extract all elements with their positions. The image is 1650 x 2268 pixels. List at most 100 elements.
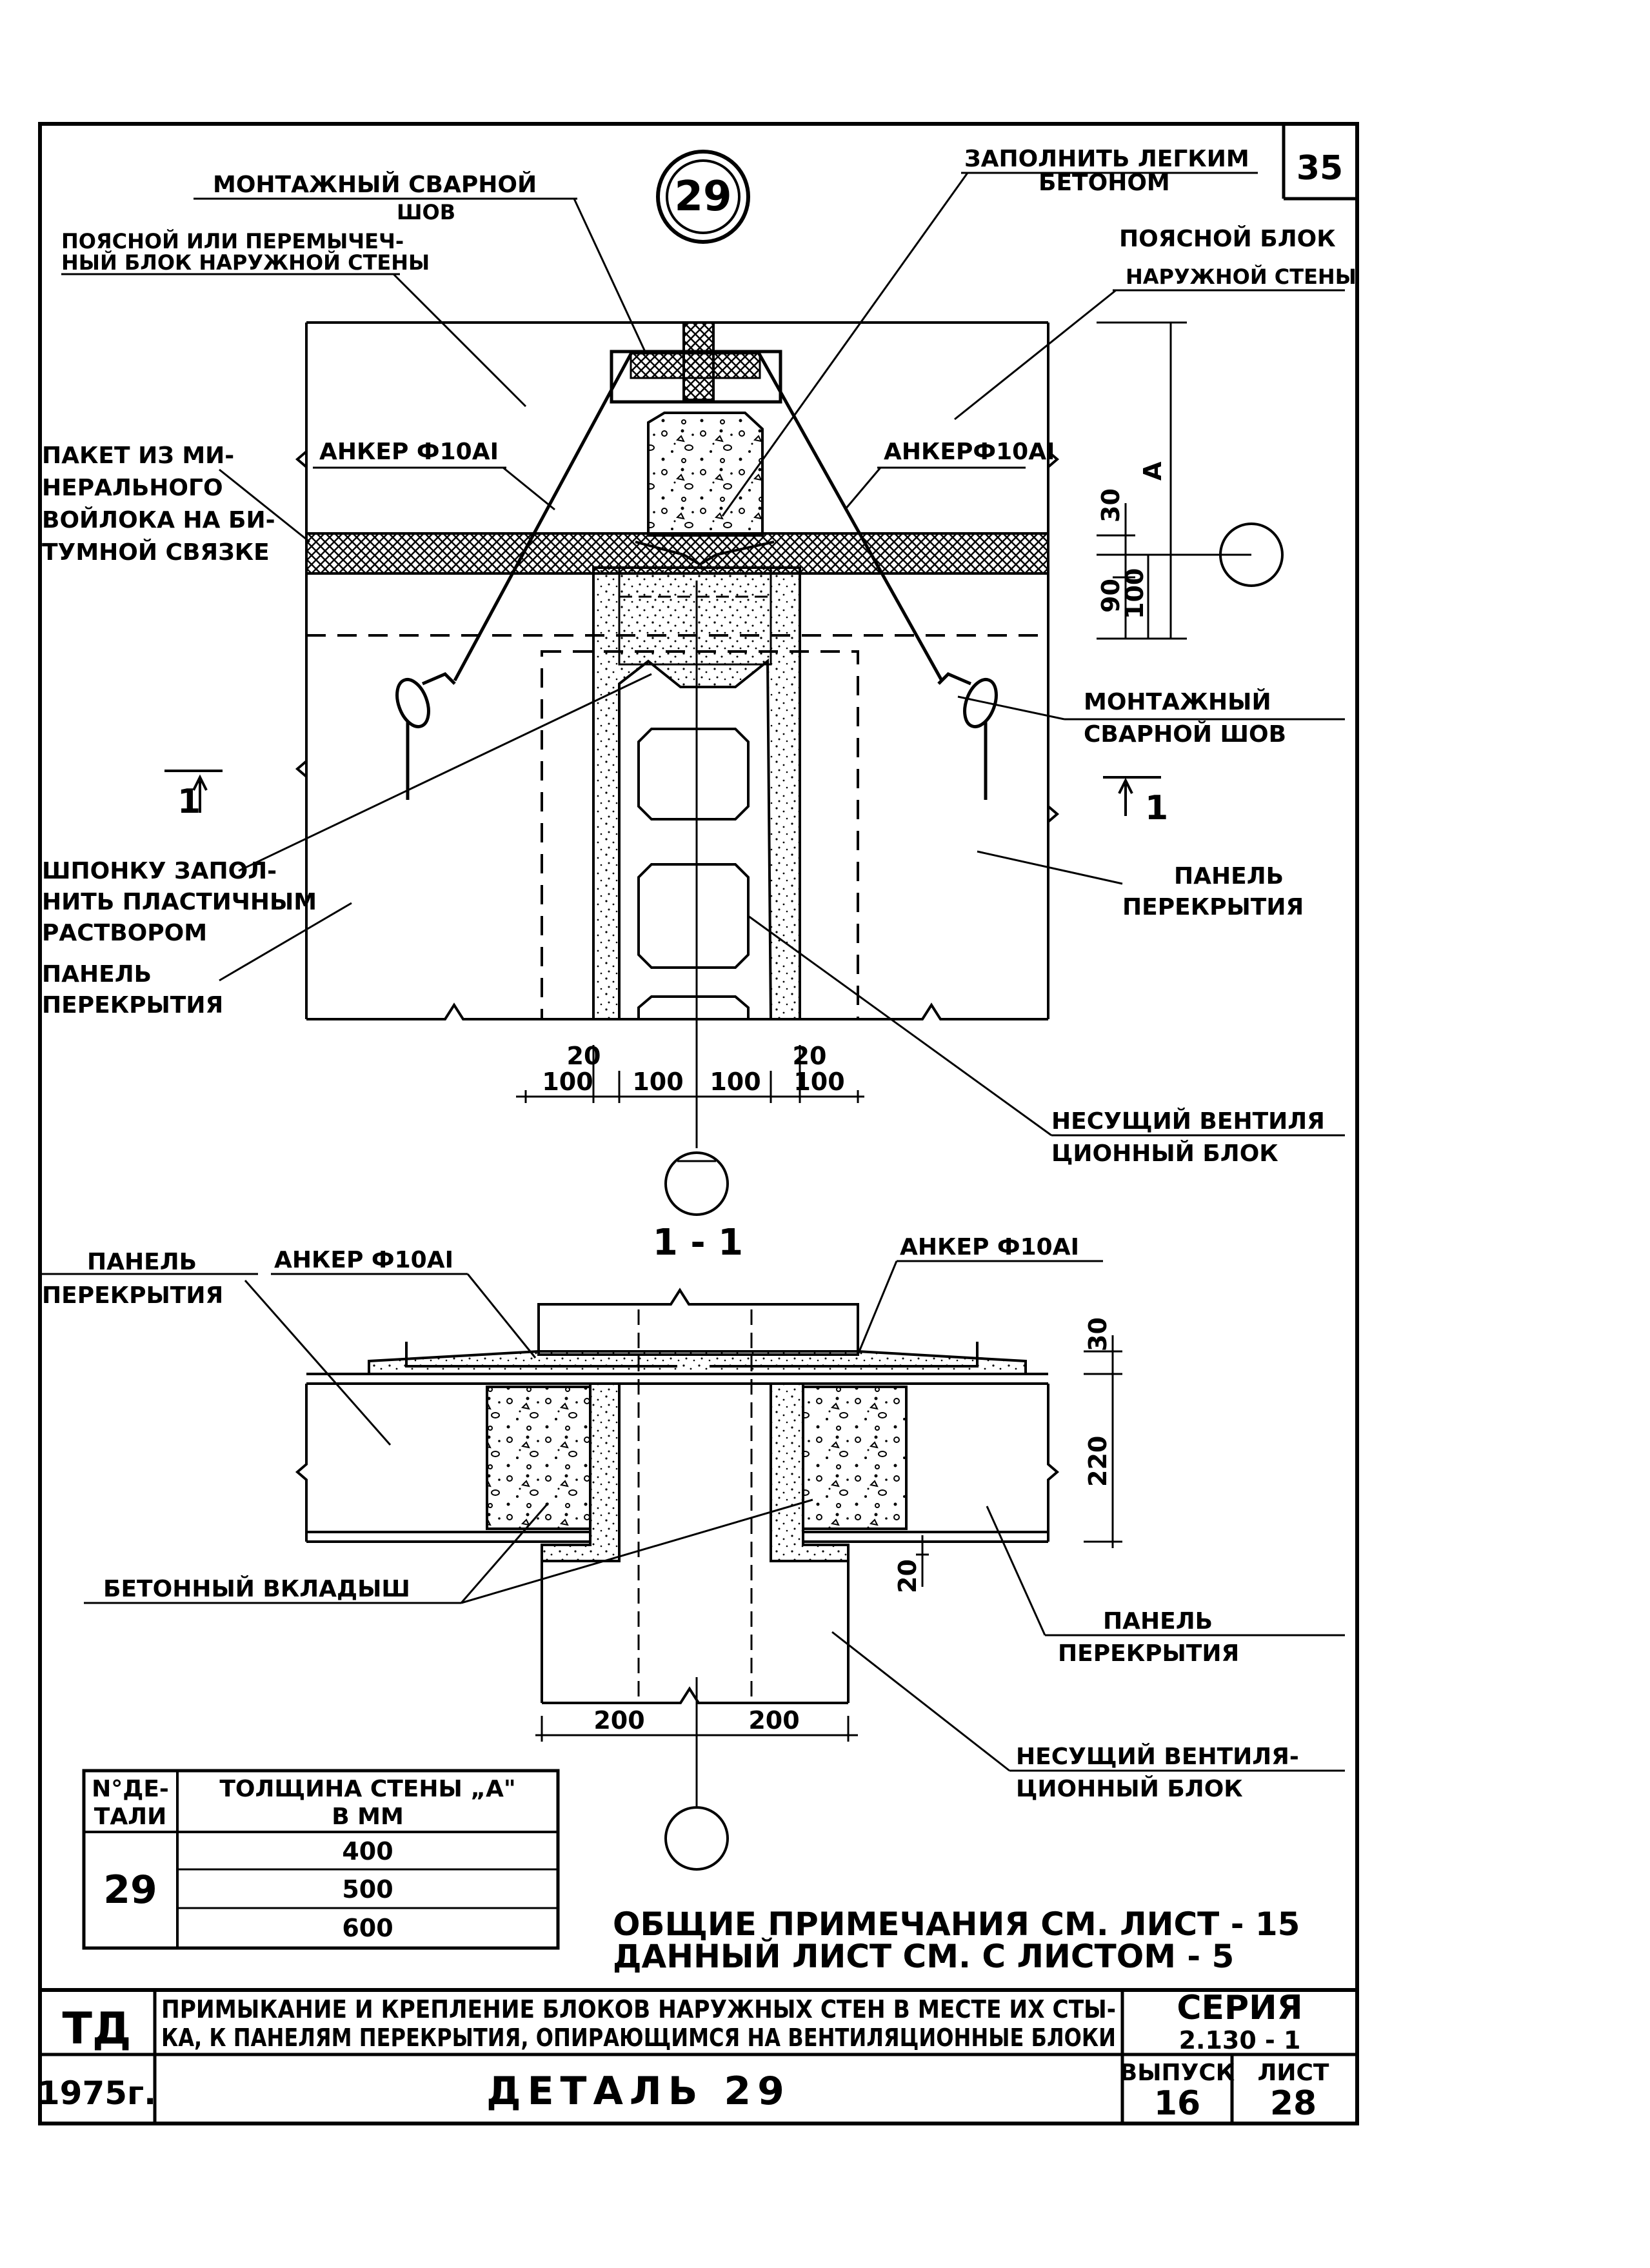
label-panel-left-1: ПАНЕЛЬ: [42, 961, 152, 988]
section-dim-200-left: 200: [593, 1706, 644, 1735]
plan-leaders: [61, 172, 1345, 1137]
table-thickness-400: 400: [342, 1837, 393, 1865]
label-key-fill-1: ШПОНКУ ЗАПОЛ-: [42, 858, 277, 884]
table-col2-header-2: В ММ: [332, 1804, 404, 1830]
label-mineral-felt-1: ПАКЕТ ИЗ МИ-: [42, 443, 234, 469]
plan-vertical-dims: [1097, 321, 1251, 640]
dim-bottom-1: 100: [542, 1068, 593, 1096]
title-block: [40, 1988, 1357, 2124]
detail-marker: 29: [656, 150, 750, 244]
dim-20-right: 20: [793, 1042, 827, 1070]
section-label-panel-left-2: ПЕРЕКРЫТИЯ: [42, 1282, 223, 1309]
table-thickness-600: 600: [342, 1914, 393, 1942]
section-dim-220: 220: [1084, 1436, 1112, 1487]
thickness-table: [82, 1769, 560, 1950]
section-label-vent-2: ЦИОННЫЙ БЛОК: [1016, 1775, 1243, 1802]
note-sheet: ДАННЫЙ ЛИСТ СМ. С ЛИСТОМ - 5: [613, 1937, 1234, 1975]
dim-bottom-4: 100: [793, 1068, 844, 1096]
section-labels: ПАНЕЛЬ ПЕРЕКРЫТИЯ АНКЕР Ф10АI АНКЕР Ф10А…: [42, 1234, 1299, 1802]
plan-bottom-dims: [516, 1045, 864, 1103]
label-panel-right-2: ПЕРЕКРЫТИЯ: [1122, 894, 1304, 920]
table-detail-number: 29: [103, 1867, 157, 1913]
label-anchor-right: АНКЕРФ10АI: [884, 439, 1055, 465]
section-label-vent-1: НЕСУЩИЙ ВЕНТИЛЯ-: [1016, 1743, 1299, 1770]
section-dim-30: 30: [1084, 1317, 1112, 1351]
detail-marker-number: 29: [674, 173, 731, 221]
section-label-anchor-right: АНКЕР Ф10АI: [900, 1234, 1079, 1260]
section-label-concrete-insert: БЕТОННЫЙ ВКЛАДЫШ: [103, 1575, 410, 1602]
section-dims: [535, 1335, 1122, 1742]
label-weld-seam-1: МОНТАЖНЫЙ СВАРНОЙ: [213, 171, 537, 198]
vent-wall-left: [541, 1382, 621, 1562]
label-outer-belt-2: НАРУЖНОЙ СТЕНЫ: [1126, 264, 1357, 289]
section-title: 1 - 1: [653, 1222, 743, 1264]
label-key-fill-2: НИТЬ ПЛАСТИЧНЫМ: [42, 889, 317, 915]
section-label-anchor-left: АНКЕР Ф10АI: [274, 1247, 453, 1273]
sheet-frame: [38, 122, 1359, 2125]
label-belt-block-1: ПОЯСНОЙ ИЛИ ПЕРЕМЫЧЕЧ-: [61, 229, 404, 254]
plan-reference-circle: [1219, 522, 1284, 587]
note-general: ОБЩИЕ ПРИМЕЧАНИЯ СМ. ЛИСТ - 15: [613, 1905, 1300, 1943]
page-number: 35: [1297, 149, 1343, 188]
label-panel-left-2: ПЕРЕКРЫТИЯ: [42, 992, 223, 1019]
section-mark-left-label: 1: [177, 782, 201, 821]
dim-30: 30: [1097, 488, 1125, 522]
label-key-fill-3: РАСТВОРОМ: [42, 920, 207, 946]
label-belt-block-2: НЫЙ БЛОК НАРУЖНОЙ СТЕНЫ: [61, 250, 430, 275]
title-year: 1975г.: [37, 2074, 156, 2112]
concrete-insert-left: [486, 1386, 591, 1530]
section-leaders: [42, 1260, 1345, 1772]
section-dim-200-right: 200: [748, 1706, 799, 1735]
label-panel-right-1: ПАНЕЛЬ: [1174, 863, 1284, 890]
title-line-1: ПРИМЫКАНИЕ И КРЕПЛЕНИЕ БЛОКОВ НАРУЖНЫХ С…: [161, 1995, 1116, 2024]
light-concrete-fill: [647, 412, 764, 537]
label-weld-seam2-1: МОНТАЖНЫЙ: [1084, 688, 1271, 715]
dim-bottom-3: 100: [710, 1068, 760, 1096]
label-fill-concrete-2: БЕТОНОМ: [1039, 170, 1170, 196]
dim-20-left: 20: [567, 1042, 601, 1070]
label-vent-block-2: ЦИОННЫЙ БЛОК: [1051, 1140, 1278, 1167]
anchors-plan: [395, 350, 998, 800]
vent-wall-right: [770, 1382, 850, 1562]
label-mineral-felt-2: НЕРАЛЬНОГО: [42, 475, 223, 501]
label-anchor-left: АНКЕР Ф10АI: [319, 439, 499, 465]
label-mineral-felt-4: ТУМНОЙ СВЯЗКЕ: [42, 539, 270, 566]
dim-A: А: [1138, 461, 1167, 481]
title-org: ТД: [63, 2004, 132, 2054]
label-fill-concrete-1: ЗАПОЛНИТЬ ЛЕГКИМ: [964, 146, 1249, 172]
sheet-value: 28: [1270, 2084, 1317, 2123]
section-bottom-circle: [664, 1806, 729, 1871]
dim-100-vertical: 100: [1120, 568, 1149, 619]
label-mineral-felt-3: ВОЙЛОКА НА БИ-: [42, 506, 275, 533]
issue-label: ВЫПУСК: [1120, 2060, 1235, 2086]
concrete-insert-right: [802, 1386, 908, 1530]
sheet-label: ЛИСТ: [1257, 2060, 1329, 2086]
section-mark-right-label: 1: [1145, 789, 1168, 828]
series-value: 2.130 - 1: [1179, 2026, 1301, 2054]
section-label-panel-right-2: ПЕРЕКРЫТИЯ: [1058, 1640, 1239, 1667]
label-weld-seam2-2: СВАРНОЙ ШОВ: [1084, 721, 1286, 748]
table-col1-header-1: N°ДЕ-: [92, 1776, 169, 1802]
section-mark-left: [164, 770, 223, 813]
plan-bottom-circle: [664, 1151, 729, 1216]
detail-name: ДЕТАЛЬ 29: [486, 2069, 791, 2114]
weld-cap: [610, 321, 782, 404]
plan-labels: МОНТАЖНЫЙ СВАРНОЙ ШОВ ПОЯСНОЙ ИЛИ ПЕРЕМЫ…: [42, 146, 1357, 1167]
label-weld-seam-2: ШОВ: [397, 200, 455, 224]
section-label-panel-right-1: ПАНЕЛЬ: [1103, 1608, 1213, 1635]
issue-value: 16: [1154, 2084, 1200, 2123]
table-col2-header-1: ТОЛЩИНА СТЕНЫ „А": [219, 1776, 515, 1802]
dim-90: 90: [1097, 579, 1125, 613]
section-dim-20: 20: [893, 1559, 922, 1593]
title-line-2: КА, К ПАНЕЛЯМ ПЕРЕКРЫТИЯ, ОПИРАЮЩИМСЯ НА…: [161, 2024, 1116, 2052]
label-outer-belt-1: ПОЯСНОЙ БЛОК: [1119, 225, 1336, 252]
table-col1-header-2: ТАЛИ: [94, 1804, 166, 1830]
table-thickness-500: 500: [342, 1875, 393, 1904]
section-label-panel-left-1: ПАНЕЛЬ: [87, 1249, 197, 1275]
dim-bottom-2: 100: [632, 1068, 683, 1096]
section-mark-right: [1103, 776, 1161, 816]
series-label: СЕРИЯ: [1177, 1989, 1302, 2027]
label-vent-block-1: НЕСУЩИЙ ВЕНТИЛЯ: [1051, 1108, 1325, 1135]
section-view: [295, 1288, 1060, 1704]
